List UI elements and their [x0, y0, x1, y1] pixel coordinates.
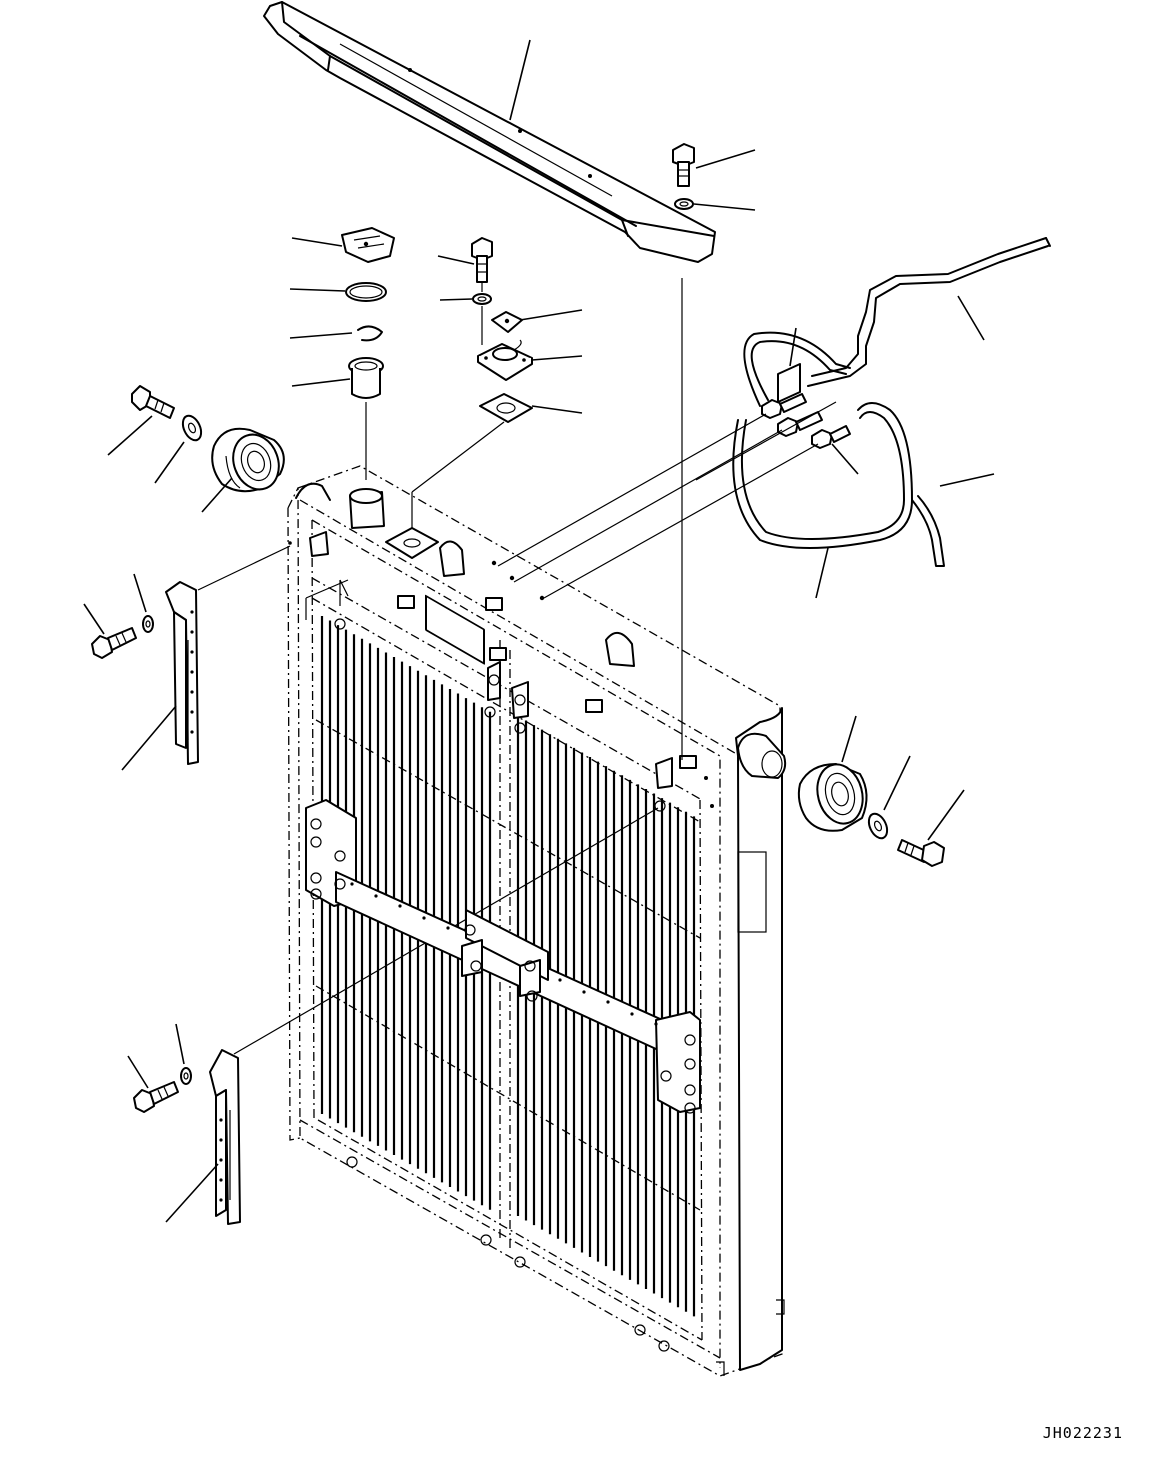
valve-assembly	[477, 339, 533, 381]
rubber-mount-left	[211, 427, 285, 493]
bolt-right-mount	[897, 839, 945, 867]
hose-tag	[777, 363, 801, 403]
rubber-mount-right	[797, 763, 868, 832]
bolt-center	[471, 237, 493, 283]
fitting-bolt-b	[777, 411, 823, 437]
bolt-left-lower	[133, 1081, 179, 1113]
side-bracket-lower	[209, 1049, 241, 1225]
washer-left-mount	[181, 414, 203, 442]
bolt-top-right	[672, 143, 695, 187]
washer-left-upper	[142, 615, 154, 633]
hose-lower	[732, 331, 945, 567]
o-ring	[345, 282, 387, 302]
fitting-bolt-a	[761, 393, 807, 419]
hose-upper	[807, 237, 1051, 387]
filler-neck	[348, 357, 384, 399]
side-bracket-upper	[165, 581, 199, 765]
drawing-id-label: JH022231	[1042, 1424, 1123, 1442]
washer-top-right	[674, 198, 694, 210]
fitting-bolt-c	[811, 425, 851, 449]
cover-plate	[491, 311, 523, 333]
snap-ring	[357, 325, 383, 342]
radiator-core	[287, 465, 785, 1377]
washer-center	[472, 293, 492, 305]
radiator-trunnion-right	[737, 732, 787, 779]
bolt-left-upper	[91, 627, 137, 659]
cap-part	[341, 227, 395, 263]
top-bracket	[263, 1, 716, 263]
washer-right-mount	[867, 812, 889, 840]
washer-left-lower	[180, 1067, 192, 1085]
bolt-left-mount	[131, 385, 175, 419]
gasket	[479, 393, 533, 423]
